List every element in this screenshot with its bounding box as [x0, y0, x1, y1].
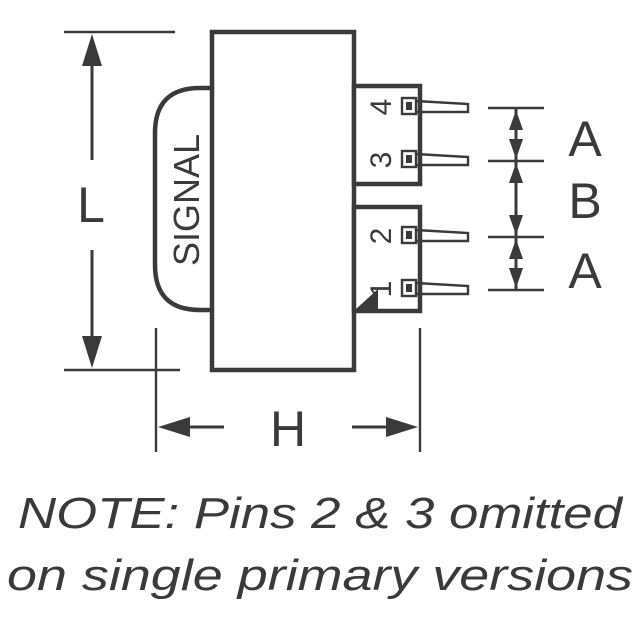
pin-label-1: 1 [365, 281, 398, 298]
transformer-outline [152, 29, 423, 373]
dimension-a-top-label: A [568, 111, 602, 167]
terminal-block-lower [351, 204, 423, 314]
pin-label-4: 4 [365, 99, 398, 116]
dimension-a-bottom-label: A [568, 243, 602, 299]
pin-2 [400, 225, 470, 245]
core-body [209, 29, 357, 373]
note-line-2: on single primary versions [7, 551, 633, 600]
dimension-h [154, 328, 422, 452]
winding-label: SIGNAL [166, 134, 207, 266]
dimension-l-label: L [77, 177, 105, 233]
pin-1 [400, 278, 470, 298]
pin-3 [400, 149, 470, 169]
winding-bulge [152, 85, 212, 313]
pin-label-2: 2 [365, 228, 398, 245]
pin1-notch [356, 289, 378, 309]
dimension-pin-spacing [488, 106, 544, 292]
dimension-l [64, 30, 180, 372]
pin-4 [400, 96, 470, 116]
pin-label-3: 3 [365, 152, 398, 169]
note-line-1: NOTE: Pins 2 & 3 omitted [18, 489, 624, 538]
dimension-b-label: B [568, 173, 601, 229]
dimension-h-label: H [270, 401, 306, 457]
